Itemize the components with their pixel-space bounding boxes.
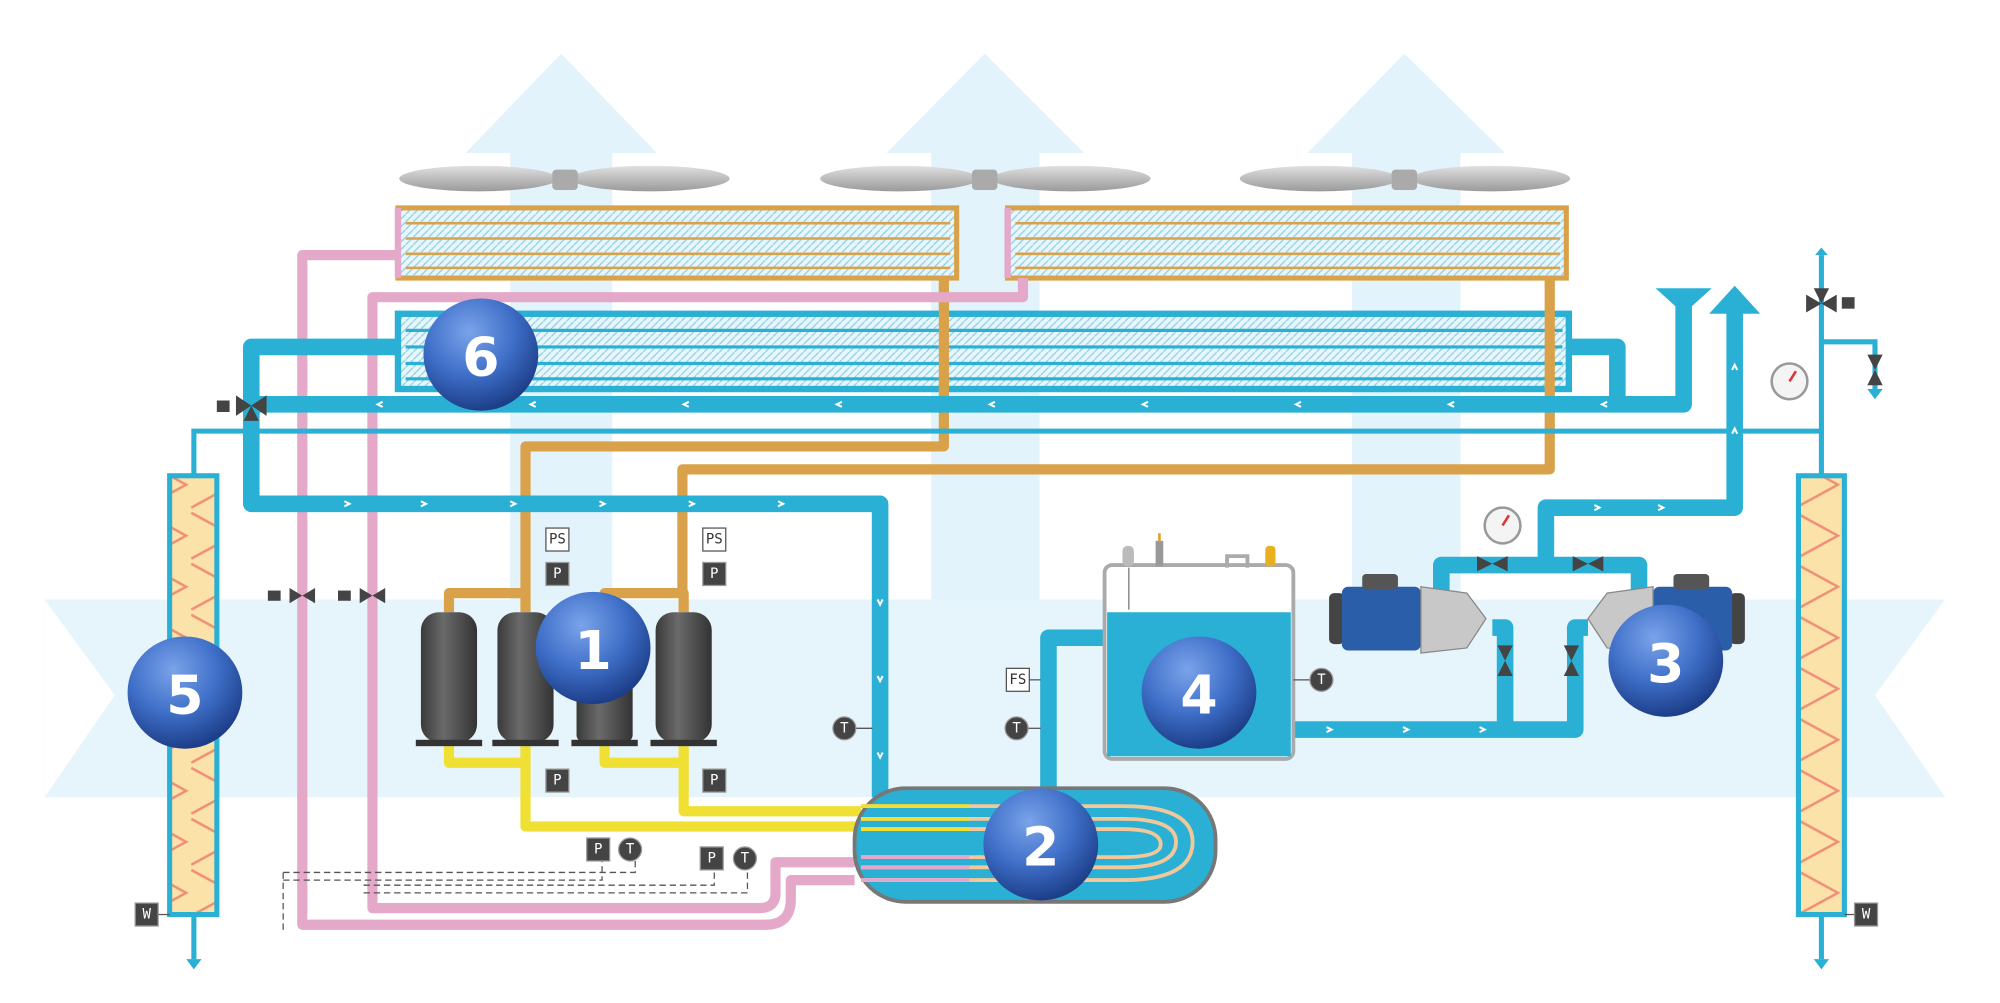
p-label: P	[553, 566, 561, 582]
instrument-t: T	[1004, 716, 1041, 741]
badge-2[interactable]: 2	[983, 788, 1099, 901]
instrument-ps: PS	[702, 527, 727, 552]
instrument-p: P	[699, 846, 724, 871]
pressure-gauge-icon	[1483, 506, 1522, 545]
instrument-p: P	[586, 837, 611, 862]
badge-number: 5	[166, 664, 203, 727]
instrument-t: T	[832, 716, 873, 741]
p-label: P	[553, 773, 561, 789]
three-way-valve-icon	[216, 288, 1855, 421]
t-label: T	[1317, 672, 1326, 688]
cooling-column-right	[1795, 473, 1847, 918]
badge-1[interactable]: 1	[535, 591, 651, 705]
condenser-coil	[394, 205, 960, 281]
t-label: T	[626, 841, 635, 857]
dry-cooler-coil	[394, 310, 1573, 393]
t-label: T	[1012, 720, 1021, 736]
instrument-p: P	[702, 561, 727, 587]
badge-number: 6	[462, 326, 499, 389]
suction-pipes	[443, 746, 861, 832]
flow-up-arrow	[1709, 285, 1761, 314]
instrument-fs: FS	[1005, 667, 1041, 692]
instrument-ps: PS	[545, 527, 570, 552]
instrument-t: T	[732, 846, 758, 871]
funnel-outlet	[1655, 288, 1712, 314]
fan-icon	[1239, 165, 1571, 192]
badge-3[interactable]: 3	[1608, 604, 1724, 717]
fan-icon	[399, 165, 730, 192]
badge-number: 3	[1647, 632, 1684, 695]
fan-icon	[820, 165, 1151, 192]
instrument-t: T	[1293, 667, 1334, 692]
water-pipes	[191, 255, 1878, 960]
badge-6[interactable]: 6	[423, 298, 539, 411]
t-label: T	[840, 720, 849, 736]
p-label: P	[594, 841, 602, 857]
instrument-t: T	[617, 837, 643, 862]
instrument-p: P	[702, 768, 727, 793]
badge-number: 1	[574, 619, 611, 682]
fs-label: FS	[1009, 672, 1026, 688]
p-label: P	[710, 773, 718, 789]
ps-label: PS	[706, 532, 723, 548]
t-label: T	[741, 850, 750, 866]
badge-5[interactable]: 5	[127, 636, 243, 749]
w-label: W	[1862, 907, 1871, 923]
w-label: W	[142, 907, 151, 923]
pressure-gauge-icon	[1770, 362, 1809, 401]
p-label: P	[710, 566, 718, 582]
pump-icon	[1329, 573, 1487, 654]
instrument-w: W	[134, 902, 170, 927]
liquid-pipes	[297, 249, 1029, 930]
instrument-w: W	[1844, 902, 1879, 927]
instrument-p: P	[545, 768, 570, 793]
badge-number: 4	[1180, 664, 1217, 727]
instrument-p: P	[545, 561, 570, 587]
badge-4[interactable]: 4	[1141, 636, 1257, 749]
ps-label: PS	[549, 532, 566, 548]
badge-number: 2	[1022, 815, 1059, 878]
p-label: P	[708, 850, 716, 866]
condenser-coil	[1004, 205, 1569, 281]
